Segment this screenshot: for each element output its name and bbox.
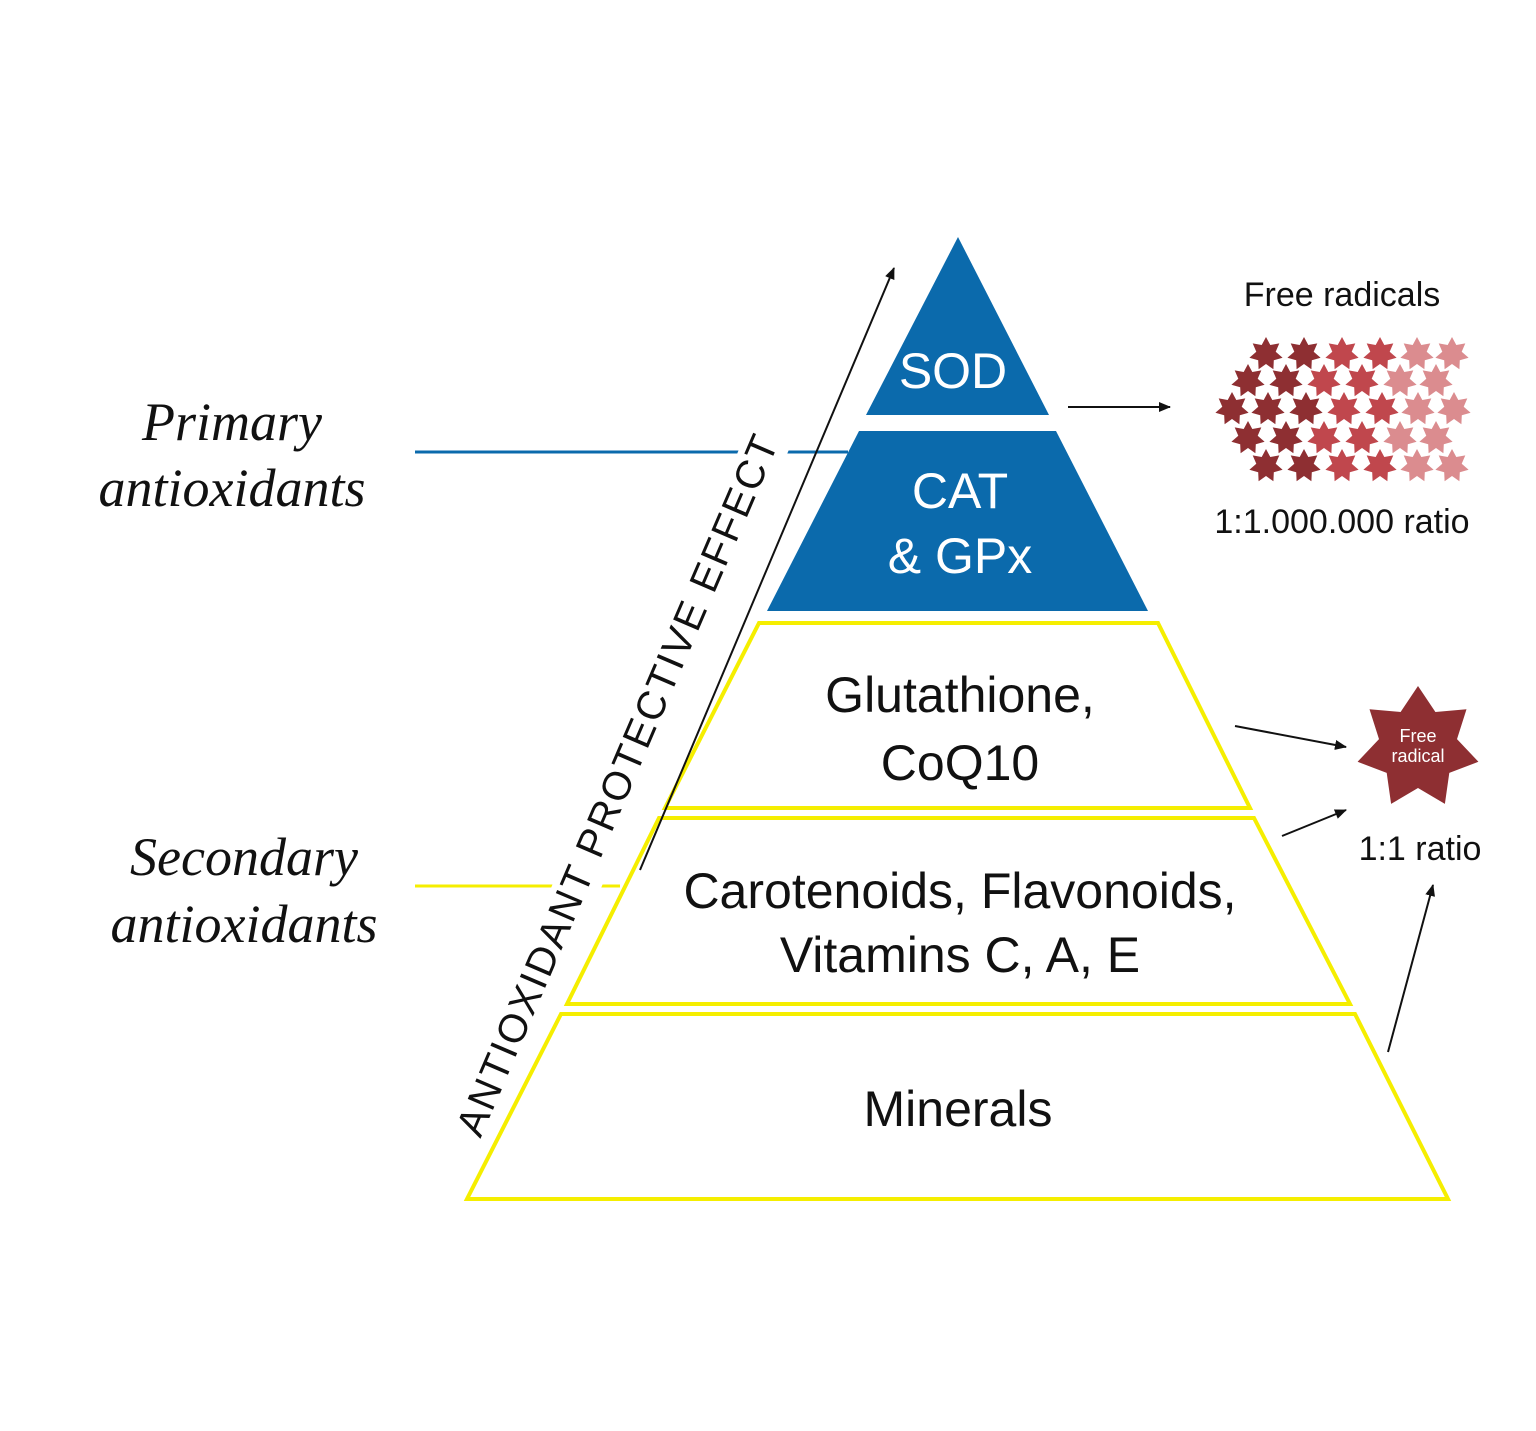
- free-radical-star: [1289, 392, 1323, 425]
- free-radical-star: [1435, 337, 1469, 370]
- free-radical-star: [1249, 449, 1283, 482]
- tier-glutathione-label-line2: CoQ10: [881, 735, 1039, 791]
- free-radical-star: [1419, 364, 1453, 397]
- free-radical-star: [1345, 421, 1379, 454]
- free-radical-ratio: 1:1 ratio: [1359, 830, 1482, 868]
- carotenoids-to-radical-arrow: [1281, 809, 1347, 837]
- tier-glutathione: [661, 621, 1254, 810]
- free-radical-star: [1437, 392, 1471, 425]
- free-radical-star: [1419, 421, 1453, 454]
- minerals-to-radical-arrow: [1387, 884, 1435, 1053]
- free-radical-star: [1287, 337, 1321, 370]
- free-radical-star-icon: [1357, 686, 1479, 804]
- tier-minerals: [463, 1012, 1452, 1201]
- free-radical-star: [1363, 449, 1397, 482]
- tier-cat-gpx: [767, 431, 1148, 611]
- free-radicals-cluster-icon: [1215, 337, 1471, 482]
- free-radical-star: [1345, 364, 1379, 397]
- free-radical-star: [1400, 449, 1434, 482]
- free-radical-star: [1231, 364, 1265, 397]
- free-radical-star: [1287, 449, 1321, 482]
- tier-cat-label-line1: CAT: [912, 463, 1008, 519]
- free-radical-star: [1383, 421, 1417, 454]
- free-radical-star: [1325, 449, 1359, 482]
- tier-sod: [866, 237, 1049, 415]
- secondary-label-line2: antioxidants: [111, 894, 378, 954]
- tier-carotenoids: [563, 816, 1354, 1006]
- secondary-label-line1: Secondary: [130, 827, 358, 887]
- free-radical-star: [1215, 392, 1249, 425]
- free-radical-star: [1249, 337, 1283, 370]
- free-radical-label-line2: radical: [1391, 746, 1444, 766]
- free-radicals-title: Free radicals: [1244, 276, 1441, 314]
- free-radical-star: [1383, 364, 1417, 397]
- free-radical-star: [1365, 392, 1399, 425]
- free-radical-star: [1435, 449, 1469, 482]
- primary-label-line1: Primary: [141, 392, 322, 452]
- tier-cat-label-line2: & GPx: [888, 528, 1032, 584]
- protective-effect-arrow: [639, 267, 895, 871]
- tier-sod-label: SOD: [899, 343, 1007, 399]
- tier-minerals-label: Minerals: [864, 1081, 1053, 1137]
- free-radical-star: [1269, 421, 1303, 454]
- free-radical-star: [1307, 364, 1341, 397]
- free-radicals-ratio: 1:1.000.000 ratio: [1214, 503, 1469, 541]
- axis-label: ANTIOXIDANT PROTECTIVE EFFECT: [448, 427, 788, 1142]
- free-radical-star: [1363, 337, 1397, 370]
- tier-glutathione-label-line1: Glutathione,: [825, 667, 1095, 723]
- free-radical-star: [1307, 421, 1341, 454]
- free-radical-star: [1325, 337, 1359, 370]
- free-radical-star: [1327, 392, 1361, 425]
- tier-carotenoids-label-line2: Vitamins C, A, E: [780, 927, 1140, 983]
- free-radical-star: [1400, 337, 1434, 370]
- free-radical-star: [1251, 392, 1285, 425]
- free-radical-label-line1: Free: [1399, 726, 1436, 746]
- free-radical-star: [1401, 392, 1435, 425]
- free-radical-star: [1269, 364, 1303, 397]
- free-radical-star: [1231, 421, 1265, 454]
- glutathione-to-radical-arrow: [1234, 725, 1347, 750]
- primary-label-line2: antioxidants: [99, 458, 366, 518]
- tier-carotenoids-label-line1: Carotenoids, Flavonoids,: [683, 863, 1236, 919]
